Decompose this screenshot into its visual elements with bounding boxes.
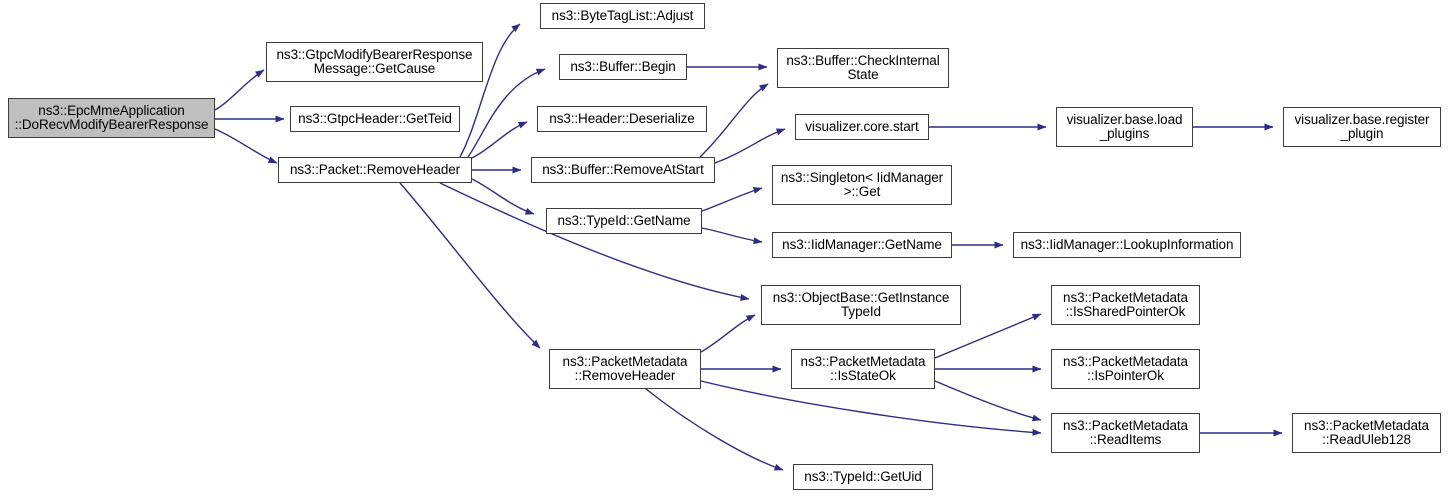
graph-node-label: ns3::Buffer::CheckInternal State xyxy=(786,52,940,82)
graph-node-label: ns3::PacketMetadata ::IsSharedPointerOk xyxy=(1063,289,1188,319)
graph-node-label: ns3::IidManager::GetName xyxy=(782,236,942,252)
graph-node-label: ns3::Buffer::RemoveAtStart xyxy=(542,161,704,177)
graph-node-label: ns3::Singleton< IidManager >::Get xyxy=(780,169,944,199)
graph-node-label: ns3::Header::Deserialize xyxy=(549,110,695,126)
graph-node-label: visualizer.core.start xyxy=(805,118,919,134)
graph-node-pmremove[interactable]: ns3::PacketMetadata ::RemoveHeader xyxy=(549,349,701,389)
graph-node-label: ns3::PacketMetadata ::ReadUleb128 xyxy=(1304,417,1429,447)
graph-node-vizload[interactable]: visualizer.base.load _plugins xyxy=(1056,107,1193,147)
graph-node-getcause[interactable]: ns3::GtpcModifyBearerResponse Message::G… xyxy=(266,42,483,82)
edge-bufremove-to-checkint xyxy=(699,83,769,158)
graph-node-readuleb[interactable]: ns3::PacketMetadata ::ReadUleb128 xyxy=(1292,413,1441,453)
graph-node-label: ns3::PacketMetadata ::ReadItems xyxy=(1063,417,1188,447)
graph-node-readitems[interactable]: ns3::PacketMetadata ::ReadItems xyxy=(1051,413,1200,453)
graph-node-tidgetname[interactable]: ns3::TypeId::GetName xyxy=(546,208,702,234)
graph-node-label: ns3::IidManager::LookupInformation xyxy=(1020,236,1234,252)
graph-node-label: ns3::ObjectBase::GetInstance TypeId xyxy=(772,289,950,319)
edge-root-to-pktremove xyxy=(214,128,278,164)
graph-node-label: ns3::PacketMetadata ::RemoveHeader xyxy=(562,353,688,383)
graph-node-label: ns3::ByteTagList::Adjust xyxy=(551,7,694,23)
graph-node-label: visualizer.base.register _plugin xyxy=(1294,111,1430,141)
graph-node-lookupinfo[interactable]: ns3::IidManager::LookupInformation xyxy=(1013,232,1241,258)
edge-pmstateok-to-readitems xyxy=(934,380,1042,422)
graph-node-objgetinst[interactable]: ns3::ObjectBase::GetInstance TypeId xyxy=(761,285,961,325)
graph-node-checkint[interactable]: ns3::Buffer::CheckInternal State xyxy=(777,48,949,88)
graph-node-sharedptr[interactable]: ns3::PacketMetadata ::IsSharedPointerOk xyxy=(1051,285,1200,325)
graph-node-pointerok[interactable]: ns3::PacketMetadata ::IsPointerOk xyxy=(1051,349,1200,389)
edge-root-to-getcause xyxy=(214,69,265,111)
graph-node-tidgetuid[interactable]: ns3::TypeId::GetUid xyxy=(793,464,933,490)
graph-node-label: ns3::PacketMetadata ::IsStateOk xyxy=(800,353,926,383)
graph-node-label: ns3::GtpcModifyBearerResponse Message::G… xyxy=(276,46,473,76)
graph-node-label: ns3::Packet::RemoveHeader xyxy=(289,161,461,177)
graph-node-vizregister[interactable]: visualizer.base.register _plugin xyxy=(1283,107,1441,147)
graph-node-label: ns3::EpcMmeApplication ::DoRecvModifyBea… xyxy=(14,102,209,132)
edge-bufremove-to-vizstart xyxy=(714,128,786,164)
edge-pktremove-to-objgetinst xyxy=(439,182,750,301)
graph-node-singleton[interactable]: ns3::Singleton< IidManager >::Get xyxy=(772,165,952,205)
edge-pktremove-to-pmremove xyxy=(399,182,541,349)
graph-node-label: ns3::TypeId::GetUid xyxy=(804,468,922,484)
graph-node-bufremove[interactable]: ns3::Buffer::RemoveAtStart xyxy=(531,157,715,183)
graph-node-btladjust[interactable]: ns3::ByteTagList::Adjust xyxy=(540,3,705,29)
graph-node-vizstart[interactable]: visualizer.core.start xyxy=(795,114,929,140)
graph-node-label: ns3::TypeId::GetName xyxy=(557,212,691,228)
graph-node-bufbegin[interactable]: ns3::Buffer::Begin xyxy=(559,54,687,80)
graph-node-iidgetname[interactable]: ns3::IidManager::GetName xyxy=(772,232,952,258)
edge-tidgetname-to-iidgetname xyxy=(701,227,763,245)
graph-node-root[interactable]: ns3::EpcMmeApplication ::DoRecvModifyBea… xyxy=(8,98,215,138)
graph-node-label: visualizer.base.load _plugins xyxy=(1066,111,1183,141)
edge-pktremove-to-bufbegin xyxy=(467,68,546,158)
graph-node-pmstateok[interactable]: ns3::PacketMetadata ::IsStateOk xyxy=(791,349,935,389)
graph-node-hdrdeser[interactable]: ns3::Header::Deserialize xyxy=(537,106,707,132)
edge-pmremove-to-objgetinst xyxy=(700,314,756,353)
edge-tidgetname-to-singleton xyxy=(701,187,763,212)
edge-pktremove-to-tidgetname xyxy=(471,178,535,215)
graph-node-label: ns3::GtpcHeader::GetTeid xyxy=(298,110,452,126)
graph-node-label: ns3::PacketMetadata ::IsPointerOk xyxy=(1063,353,1188,383)
graph-node-pktremove[interactable]: ns3::Packet::RemoveHeader xyxy=(278,157,472,183)
edge-pktremove-to-hdrdeser xyxy=(471,121,528,159)
graph-node-label: ns3::Buffer::Begin xyxy=(570,58,676,74)
graph-node-getteid[interactable]: ns3::GtpcHeader::GetTeid xyxy=(290,106,460,132)
edge-pmremove-to-tidgetuid xyxy=(645,388,784,471)
